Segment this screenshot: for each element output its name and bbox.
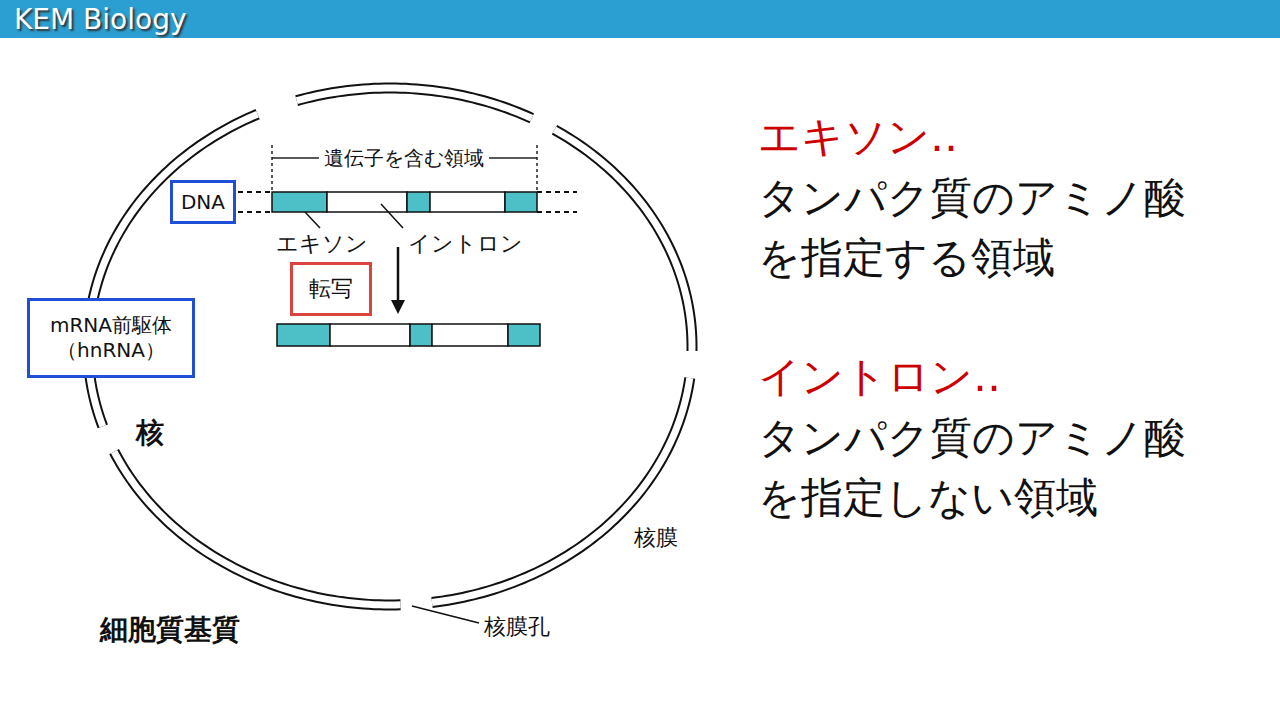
box-label: 転写 — [309, 275, 353, 303]
membrane-segment — [114, 452, 400, 605]
region-label: 核 — [136, 415, 164, 450]
part-label: エキソン — [276, 231, 368, 256]
region-label: 遺伝子を含む領域 — [319, 147, 489, 170]
membrane-segment — [114, 452, 400, 605]
membrane-segment — [432, 378, 690, 602]
term-box: mRNA前駆体 （hnRNA） — [27, 298, 195, 378]
part-label: 核膜 — [634, 525, 678, 550]
part-label: イントロン — [408, 231, 523, 256]
term-heading: エキソン‥ — [758, 113, 958, 161]
channel-title: KEM Biology — [14, 4, 186, 36]
membrane-segment — [88, 114, 258, 426]
term-heading: イントロン‥ — [758, 353, 1001, 401]
region-label: 細胞質基質 — [100, 614, 240, 646]
gene-bracket — [272, 145, 537, 190]
membrane-segment — [297, 88, 532, 118]
definition-text: タンパク質のアミノ酸を指定しない領域 — [758, 408, 1208, 528]
box-label: mRNA前駆体 （hnRNA） — [36, 313, 186, 363]
definition-text: タンパク質のアミノ酸を指定する領域 — [758, 168, 1208, 288]
box-label: DNA — [181, 190, 225, 215]
part-label: 核膜孔 — [484, 614, 550, 639]
pre-mrna-strand — [277, 324, 540, 346]
membrane-segment — [432, 378, 690, 602]
membrane-segment — [297, 88, 532, 118]
term-box: DNA — [170, 180, 236, 224]
dna-strand — [238, 192, 577, 212]
membrane-segment — [554, 130, 692, 351]
process-box: 転写 — [290, 262, 372, 316]
membrane-segment — [554, 130, 692, 351]
header-bar — [0, 0, 1280, 38]
membrane-segment — [88, 114, 258, 426]
transcription-arrow — [391, 247, 405, 314]
